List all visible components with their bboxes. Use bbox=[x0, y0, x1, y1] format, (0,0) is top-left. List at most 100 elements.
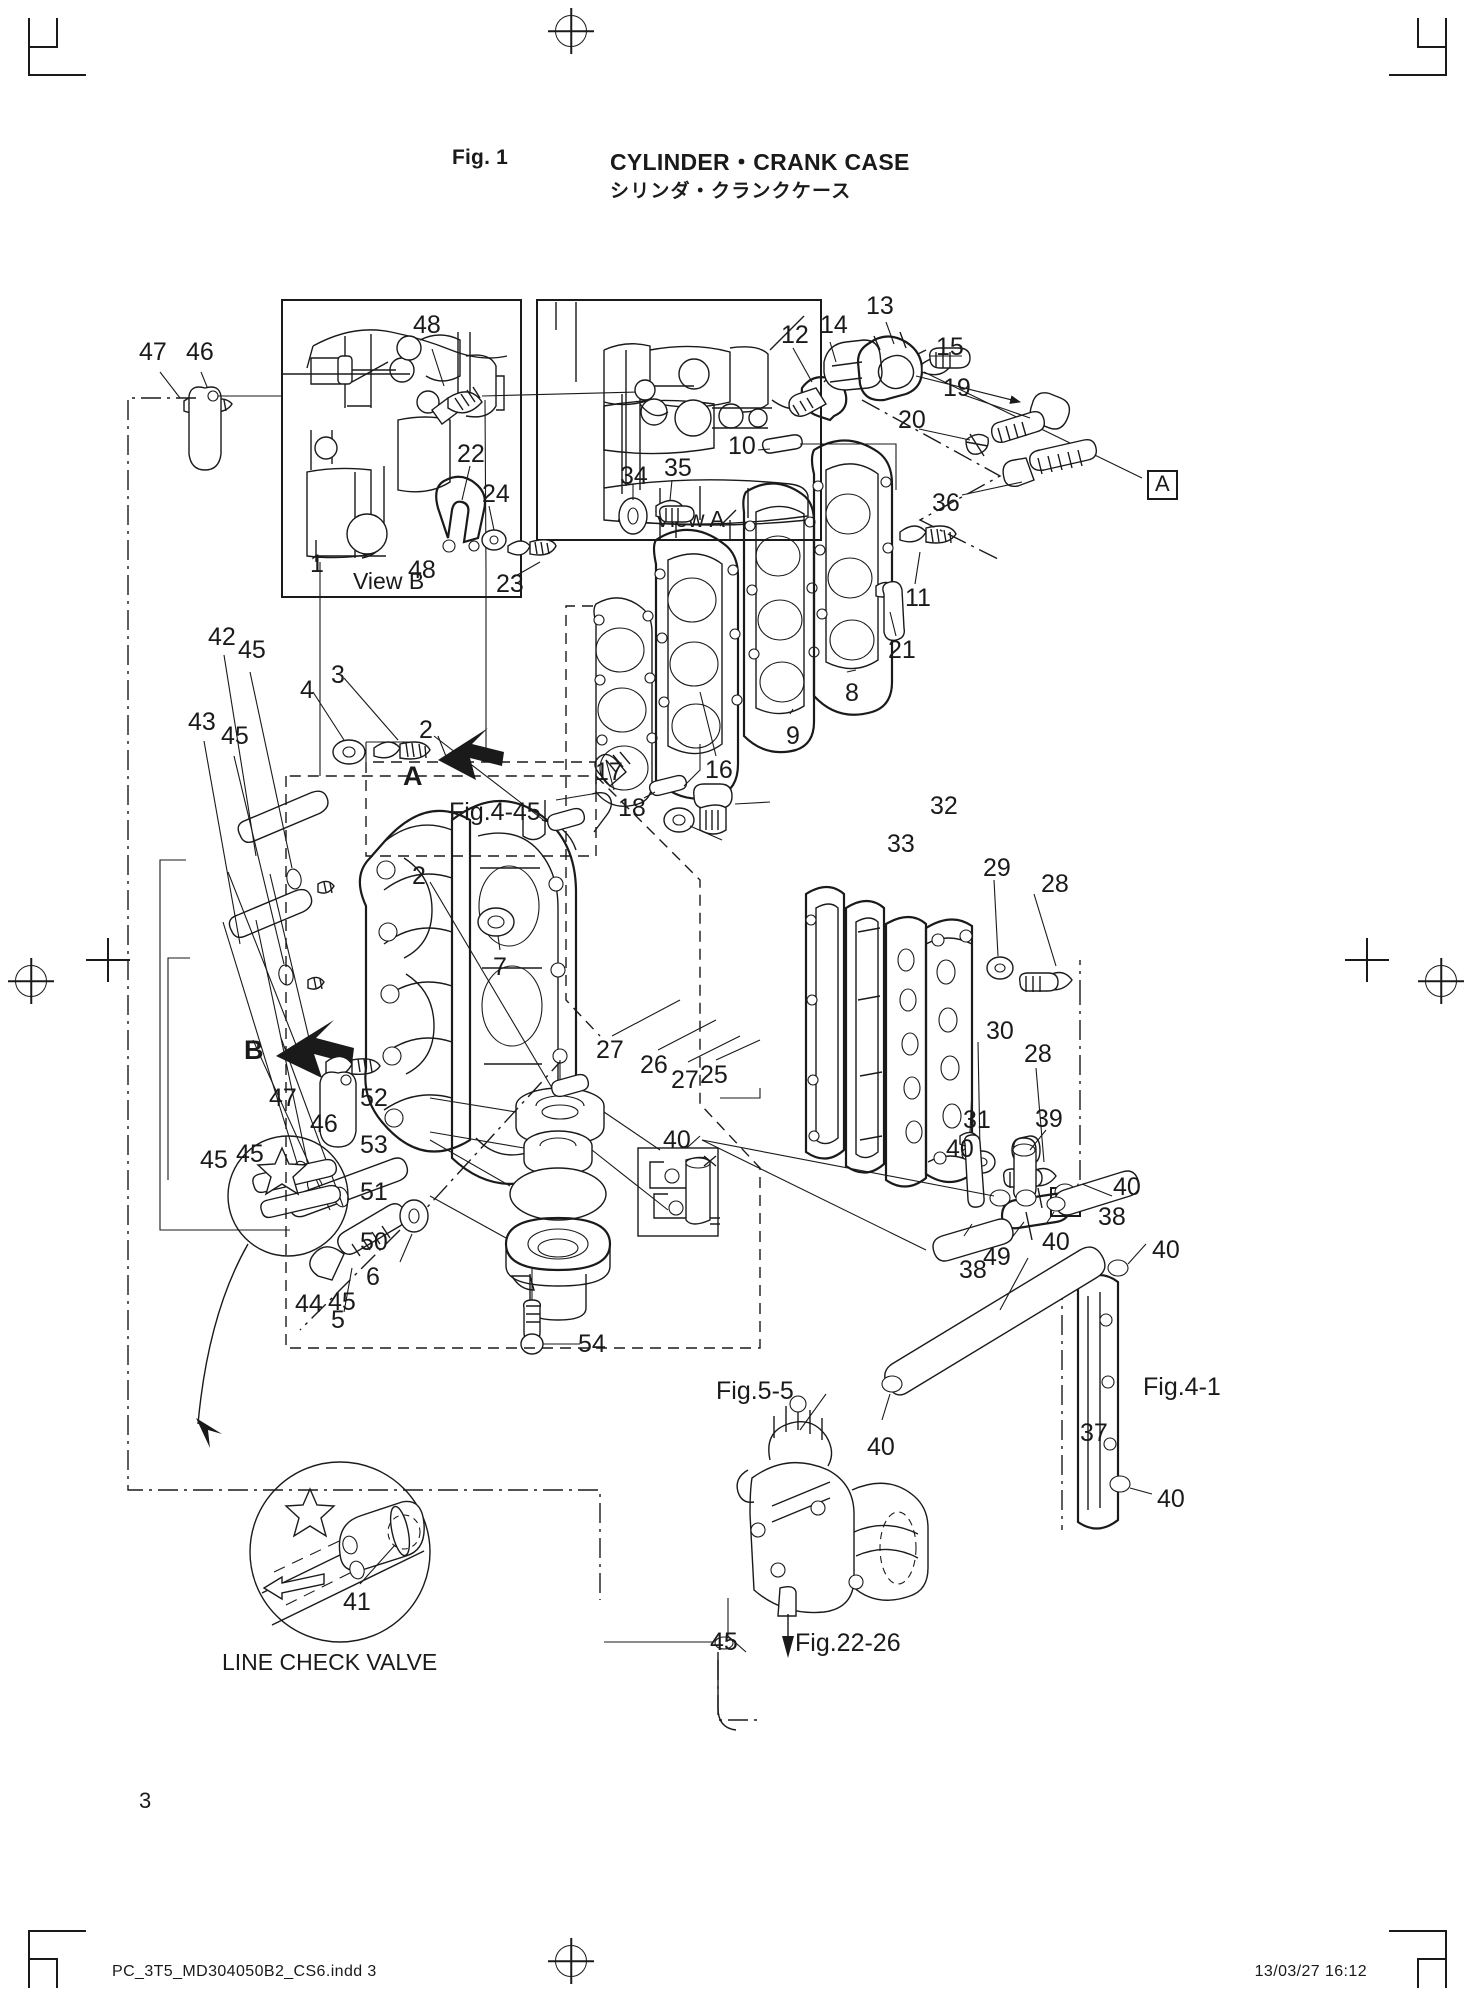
callout-45f[interactable]: 45 bbox=[710, 1628, 738, 1656]
callout-39[interactable]: 39 bbox=[1035, 1105, 1063, 1133]
callout-45c[interactable]: 45 bbox=[200, 1146, 228, 1174]
callout-25[interactable]: 25 bbox=[700, 1061, 728, 1089]
callout-36[interactable]: 36 bbox=[932, 489, 960, 517]
callout-47b[interactable]: 47 bbox=[269, 1084, 297, 1112]
callout-27b[interactable]: 27 bbox=[671, 1066, 699, 1094]
view-a-caption: View A bbox=[655, 506, 725, 532]
thermostat-cluster bbox=[788, 321, 1143, 561]
callout-51[interactable]: 51 bbox=[360, 1178, 388, 1206]
callout-18[interactable]: 18 bbox=[618, 794, 646, 822]
callout-47a[interactable]: 47 bbox=[139, 338, 167, 366]
callout-15[interactable]: 15 bbox=[936, 333, 964, 361]
callout-11[interactable]: 11 bbox=[905, 584, 931, 612]
fig4-45-region bbox=[365, 728, 631, 857]
callout-19[interactable]: 19 bbox=[943, 374, 971, 402]
callout-33[interactable]: 33 bbox=[887, 830, 915, 858]
callout-23[interactable]: 23 bbox=[496, 570, 524, 598]
callout-40c[interactable]: 40 bbox=[663, 1126, 691, 1154]
callout-38a[interactable]: 38 bbox=[1098, 1203, 1126, 1231]
crop-mark-top-right bbox=[1389, 18, 1447, 76]
callout-45a[interactable]: 45 bbox=[238, 636, 266, 664]
callout-26[interactable]: 26 bbox=[640, 1051, 668, 1079]
callout-2b[interactable]: 2 bbox=[412, 862, 426, 890]
callout-3[interactable]: 3 bbox=[331, 661, 345, 689]
assembly-dashed-outline bbox=[285, 562, 761, 1349]
registration-mark-bottom bbox=[548, 1938, 594, 1984]
callout-14[interactable]: 14 bbox=[820, 311, 848, 339]
line-check-valve-caption: LINE CHECK VALVE bbox=[222, 1649, 438, 1675]
registration-mark-left bbox=[8, 958, 54, 1004]
callout-7[interactable]: 7 bbox=[493, 953, 507, 981]
callout-22[interactable]: 22 bbox=[457, 440, 485, 468]
section-marker-a-top: A bbox=[1147, 470, 1178, 500]
callout-20[interactable]: 20 bbox=[898, 406, 926, 434]
callout-5[interactable]: 5 bbox=[331, 1306, 345, 1334]
callout-54[interactable]: 54 bbox=[578, 1330, 606, 1358]
part-7-bearing bbox=[477, 907, 515, 951]
callout-45d[interactable]: 45 bbox=[236, 1140, 264, 1168]
callout-16[interactable]: 16 bbox=[705, 756, 733, 784]
page-title-en: CYLINDER・CRANK CASE bbox=[610, 149, 910, 175]
callout-50[interactable]: 50 bbox=[360, 1228, 388, 1256]
callout-40g[interactable]: 40 bbox=[867, 1433, 895, 1461]
callout-40b[interactable]: 40 bbox=[1152, 1236, 1180, 1264]
callout-6[interactable]: 6 bbox=[366, 1263, 380, 1291]
callout-42[interactable]: 42 bbox=[208, 623, 236, 651]
crop-mark-top-left bbox=[28, 18, 86, 76]
callout-29[interactable]: 29 bbox=[983, 854, 1011, 882]
registration-mark-right bbox=[1418, 958, 1464, 1004]
callout-34[interactable]: 34 bbox=[620, 462, 648, 490]
callout-27a[interactable]: 27 bbox=[596, 1036, 624, 1064]
callout-40a[interactable]: 40 bbox=[1113, 1173, 1141, 1201]
callout-46a[interactable]: 46 bbox=[186, 338, 214, 366]
callout-45e[interactable]: 45 bbox=[328, 1288, 356, 1316]
section-marker-a-bottom: A bbox=[1050, 1187, 1081, 1217]
callout-30[interactable]: 30 bbox=[986, 1017, 1014, 1045]
line-check-valve-detail bbox=[249, 1461, 431, 1643]
callout-53[interactable]: 53 bbox=[360, 1131, 388, 1159]
callout-28a[interactable]: 28 bbox=[1041, 870, 1069, 898]
callout-40d[interactable]: 40 bbox=[946, 1135, 974, 1163]
crop-mark-bottom-left bbox=[28, 1930, 86, 1988]
callout-48a[interactable]: 48 bbox=[413, 311, 441, 339]
callout-24[interactable]: 24 bbox=[482, 480, 510, 508]
callout-28b[interactable]: 28 bbox=[1024, 1040, 1052, 1068]
callout-13[interactable]: 13 bbox=[866, 292, 894, 320]
callout-46b[interactable]: 46 bbox=[310, 1110, 338, 1138]
callout-48b[interactable]: 48 bbox=[408, 556, 436, 584]
callout-45b[interactable]: 45 bbox=[221, 722, 249, 750]
callout-9[interactable]: 9 bbox=[786, 722, 800, 750]
cross-reference-fig4-1[interactable]: Fig.4-1 bbox=[1143, 1373, 1221, 1401]
callout-21[interactable]: 21 bbox=[888, 636, 916, 664]
callout-12[interactable]: 12 bbox=[781, 321, 809, 349]
callout-31[interactable]: 31 bbox=[963, 1106, 991, 1134]
callout-41[interactable]: 41 bbox=[343, 1588, 371, 1616]
callout-32[interactable]: 32 bbox=[930, 792, 958, 820]
callout-35[interactable]: 35 bbox=[664, 454, 692, 482]
parts-46-47-lower bbox=[227, 871, 381, 1148]
cross-reference-fig4-45[interactable]: Fig.4-45 bbox=[449, 798, 541, 826]
callout-40f[interactable]: 40 bbox=[1042, 1228, 1070, 1256]
callout-4[interactable]: 4 bbox=[300, 676, 314, 704]
callout-17[interactable]: 17 bbox=[595, 758, 623, 786]
cross-reference-fig5-5[interactable]: Fig.5-5 bbox=[716, 1377, 794, 1405]
section-arrow-b-label: B bbox=[244, 1035, 264, 1065]
callout-8[interactable]: 8 bbox=[845, 679, 859, 707]
callout-44[interactable]: 44 bbox=[295, 1290, 323, 1318]
callout-37[interactable]: 37 bbox=[1080, 1419, 1108, 1447]
dowel-pins-2 bbox=[429, 735, 590, 1098]
callout-10[interactable]: 10 bbox=[728, 432, 756, 460]
callout-1[interactable]: 1 bbox=[310, 550, 324, 578]
footer-filename: PC_3T5_MD304050B2_CS6.indd 3 bbox=[112, 1963, 377, 1980]
callout-52[interactable]: 52 bbox=[360, 1084, 388, 1112]
callout-40e[interactable]: 40 bbox=[1157, 1485, 1185, 1513]
figure-number: Fig. 1 bbox=[452, 146, 509, 169]
callout-38b[interactable]: 38 bbox=[959, 1256, 987, 1284]
callout-2a[interactable]: 2 bbox=[419, 716, 433, 744]
section-arrow-a-label: A bbox=[403, 761, 423, 791]
callout-43[interactable]: 43 bbox=[188, 708, 216, 736]
cross-reference-fig22-26[interactable]: Fig.22-26 bbox=[795, 1629, 901, 1657]
page-number: 3 bbox=[139, 1788, 152, 1813]
callout-49[interactable]: 49 bbox=[983, 1243, 1011, 1271]
